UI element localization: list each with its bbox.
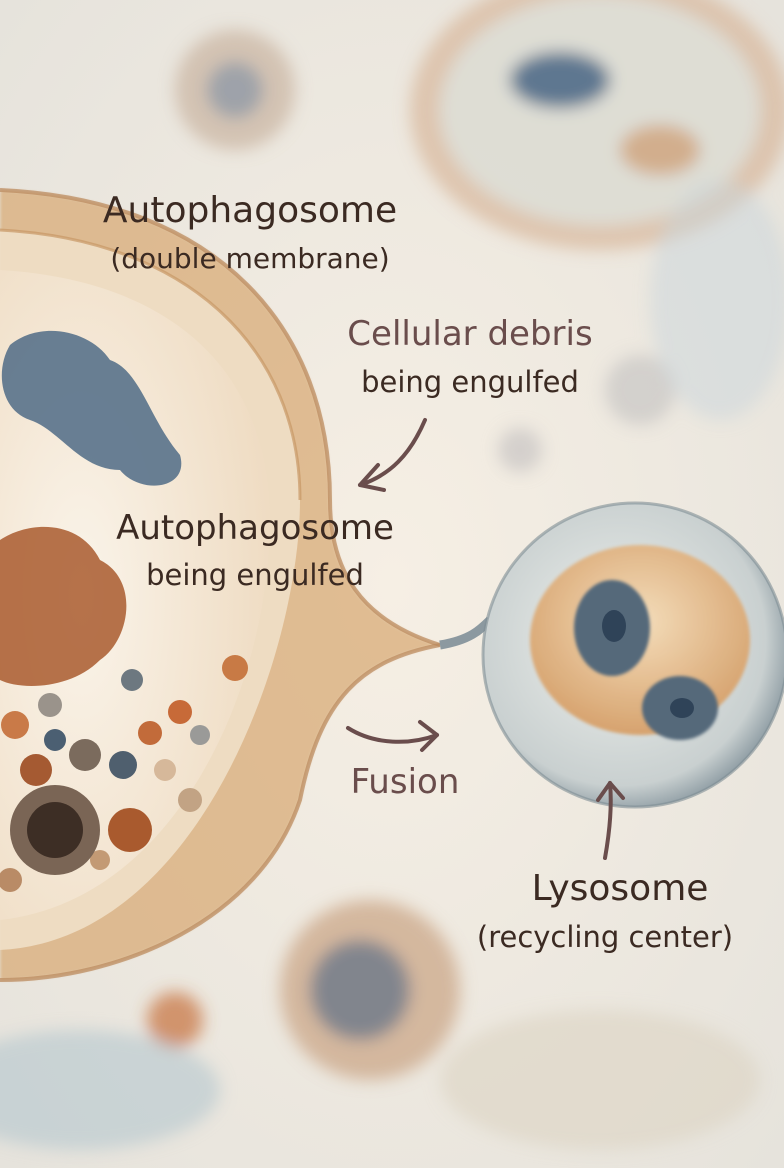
debris-arrow <box>358 418 427 487</box>
lysosome-label: Lysosome <box>531 868 709 909</box>
lysosome-arrow <box>603 781 613 860</box>
fusion-arrow <box>346 726 439 744</box>
autophagosome <box>0 188 441 982</box>
engulfed-label: Autophagosome <box>116 508 394 548</box>
debris-blue <box>1 330 182 486</box>
fusion-label: Fusion <box>350 762 460 802</box>
arrows <box>346 418 625 860</box>
lysosome-sublabel: (recycling center) <box>476 920 734 954</box>
engulfed-sublabel: being engulfed <box>146 558 364 592</box>
debris-label: Cellular debris <box>347 314 593 354</box>
debris-rust <box>0 526 127 686</box>
autophagosome-label: Autophagosome <box>102 190 398 231</box>
vesicles <box>0 655 248 892</box>
autophagosome-sublabel: (double membrane) <box>110 242 390 275</box>
debris-sublabel: being engulfed <box>361 365 579 399</box>
lysosome <box>439 501 784 809</box>
